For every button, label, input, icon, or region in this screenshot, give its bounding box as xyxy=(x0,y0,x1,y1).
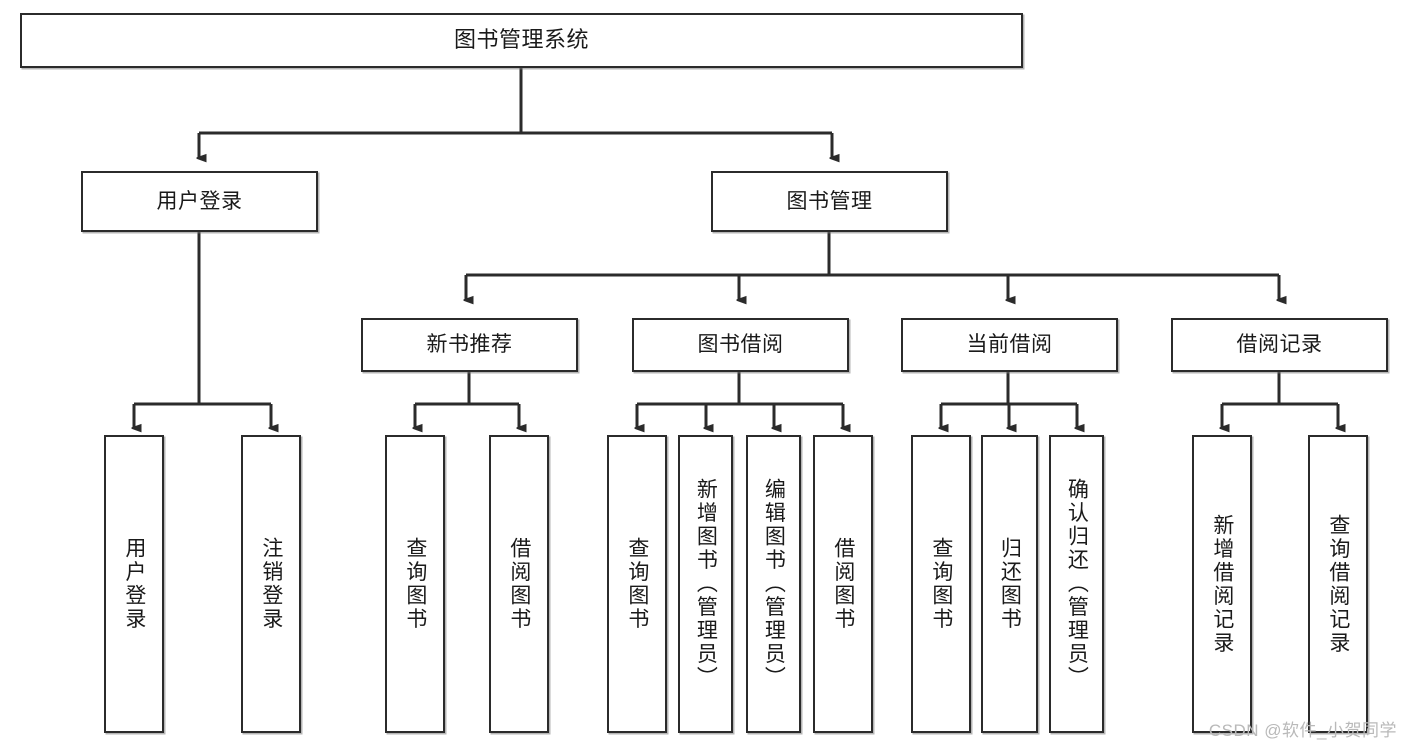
node-label: 用户登录 xyxy=(156,189,243,213)
node-label: 查询图书 xyxy=(403,537,427,631)
node-label: 图书管理系统 xyxy=(453,27,589,53)
leaf-borrow-record-query-record[interactable]: 查询借阅记录 xyxy=(1308,435,1368,733)
node-label: 查询借阅记录 xyxy=(1326,513,1350,655)
node-current-borrow[interactable]: 当前借阅 xyxy=(901,318,1118,372)
node-label: 查询图书 xyxy=(625,537,649,631)
node-label: 用户登录 xyxy=(122,537,146,631)
node-label: 编辑图书（管理员） xyxy=(762,478,786,690)
csdn-watermark: CSDN @软件_小贺同学 xyxy=(1208,721,1397,740)
leaf-current-borrow-query-book[interactable]: 查询图书 xyxy=(911,435,971,733)
node-label: 注销登录 xyxy=(259,537,283,631)
node-label: 新增图书（管理员） xyxy=(694,478,718,690)
node-book-management[interactable]: 图书管理 xyxy=(711,171,948,232)
node-label: 借阅记录 xyxy=(1236,333,1323,357)
leaf-user-login-login[interactable]: 用户登录 xyxy=(104,435,164,733)
node-label: 归还图书 xyxy=(998,537,1022,631)
node-label: 新书推荐 xyxy=(426,333,513,357)
node-label: 借阅图书 xyxy=(507,537,531,631)
leaf-book-borrow-borrow-book[interactable]: 借阅图书 xyxy=(813,435,873,733)
node-new-book-recommend[interactable]: 新书推荐 xyxy=(361,318,578,372)
leaf-new-book-borrow-book[interactable]: 借阅图书 xyxy=(489,435,549,733)
leaf-current-borrow-confirm-return-admin[interactable]: 确认归还（管理员） xyxy=(1049,435,1104,733)
leaf-book-borrow-add-book-admin[interactable]: 新增图书（管理员） xyxy=(678,435,733,733)
node-label: 查询图书 xyxy=(929,537,953,631)
node-label: 当前借阅 xyxy=(966,333,1053,357)
node-borrow-record[interactable]: 借阅记录 xyxy=(1171,318,1388,372)
node-root-book-management-system[interactable]: 图书管理系统 xyxy=(20,13,1023,68)
leaf-user-login-logout[interactable]: 注销登录 xyxy=(241,435,301,733)
leaf-current-borrow-return-book[interactable]: 归还图书 xyxy=(981,435,1038,733)
leaf-book-borrow-query-book[interactable]: 查询图书 xyxy=(607,435,667,733)
node-label: 图书借阅 xyxy=(697,333,784,357)
leaf-book-borrow-edit-book-admin[interactable]: 编辑图书（管理员） xyxy=(746,435,801,733)
node-label: 确认归还（管理员） xyxy=(1065,478,1089,690)
node-label: 借阅图书 xyxy=(831,537,855,631)
leaf-borrow-record-add-record[interactable]: 新增借阅记录 xyxy=(1192,435,1252,733)
node-label: 新增借阅记录 xyxy=(1210,513,1234,655)
leaf-new-book-query-book[interactable]: 查询图书 xyxy=(385,435,445,733)
node-label: 图书管理 xyxy=(786,189,873,213)
node-user-login[interactable]: 用户登录 xyxy=(81,171,318,232)
node-book-borrow[interactable]: 图书借阅 xyxy=(632,318,849,372)
